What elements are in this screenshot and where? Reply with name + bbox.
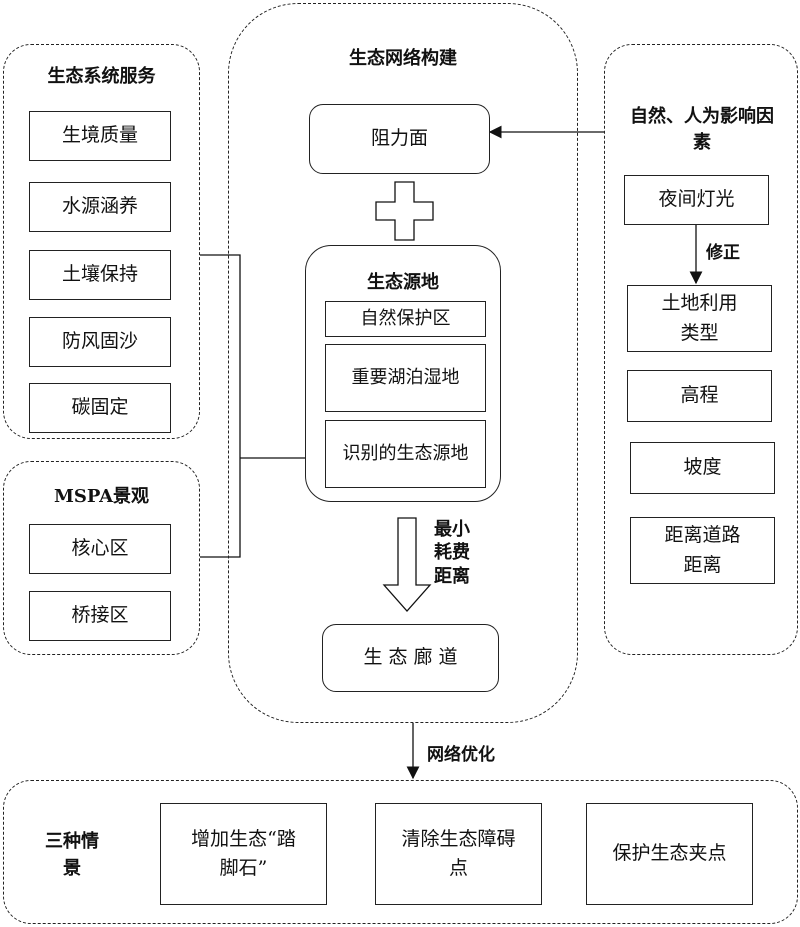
service-habitat-quality: 生境质量	[29, 111, 171, 161]
service-carbon-fixation: 碳固定	[29, 383, 171, 433]
service-soil-retention: 土壤保持	[29, 250, 171, 300]
scenarios-group	[3, 780, 798, 924]
mspa-bridge-area: 桥接区	[29, 591, 171, 641]
scenario-add-stepping-stones: 增加生态“踏脚石”	[160, 803, 327, 905]
factor-slope: 坡度	[630, 442, 775, 494]
factor-elevation: 高程	[627, 370, 772, 422]
source-important-lakes-wetlands: 重要湖泊湿地	[325, 344, 486, 412]
source-nature-reserve: 自然保护区	[325, 301, 486, 337]
resistance-surface-box: 阻力面	[309, 104, 490, 174]
mspa-group	[3, 461, 200, 655]
network-construction-group	[228, 3, 578, 723]
ecosystem-services-title: 生态系统服务	[47, 66, 156, 87]
service-water-conservation: 水源涵养	[29, 182, 171, 232]
factor-land-use-type: 土地利用类型	[627, 285, 772, 352]
mcr-label: 最小耗费距离	[434, 519, 470, 587]
network-title: 生态网络构建	[349, 48, 457, 69]
factor-distance-to-road: 距离道路距离	[630, 517, 775, 584]
mspa-title: MSPA景观	[53, 486, 150, 507]
scenarios-title: 三种情景	[45, 831, 99, 879]
scenario-protect-pinch-points: 保护生态夹点	[586, 803, 753, 905]
source-identified-sources: 识别的生态源地	[325, 420, 486, 488]
ecological-corridor-box: 生 态 廊 道	[322, 624, 499, 692]
service-windbreak-sand-fixation: 防风固沙	[29, 317, 171, 367]
factor-night-light: 夜间灯光	[624, 175, 769, 225]
optimization-label: 网络优化	[427, 745, 495, 765]
ecological-sources-title: 生态源地	[367, 272, 439, 293]
correction-label: 修正	[706, 243, 740, 263]
scenario-remove-barriers: 清除生态障碍点	[375, 803, 542, 905]
factors-title: 自然、人为影响因素	[630, 106, 774, 154]
ecosystem-services-group	[3, 44, 200, 439]
factors-group	[604, 44, 798, 655]
mspa-core-area: 核心区	[29, 524, 171, 574]
